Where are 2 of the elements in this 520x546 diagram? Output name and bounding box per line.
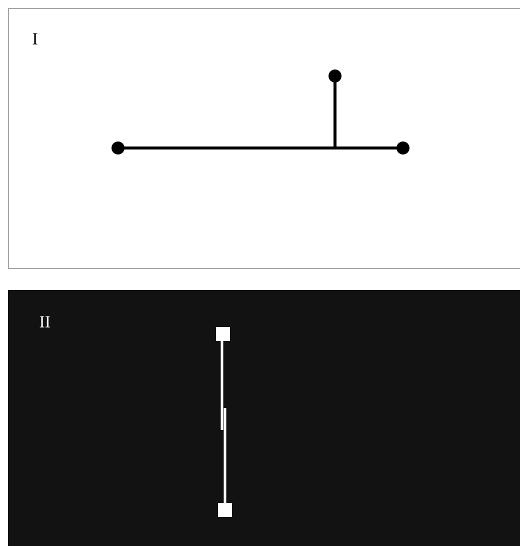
panel: I	[8, 8, 520, 269]
panel: II	[8, 290, 520, 546]
